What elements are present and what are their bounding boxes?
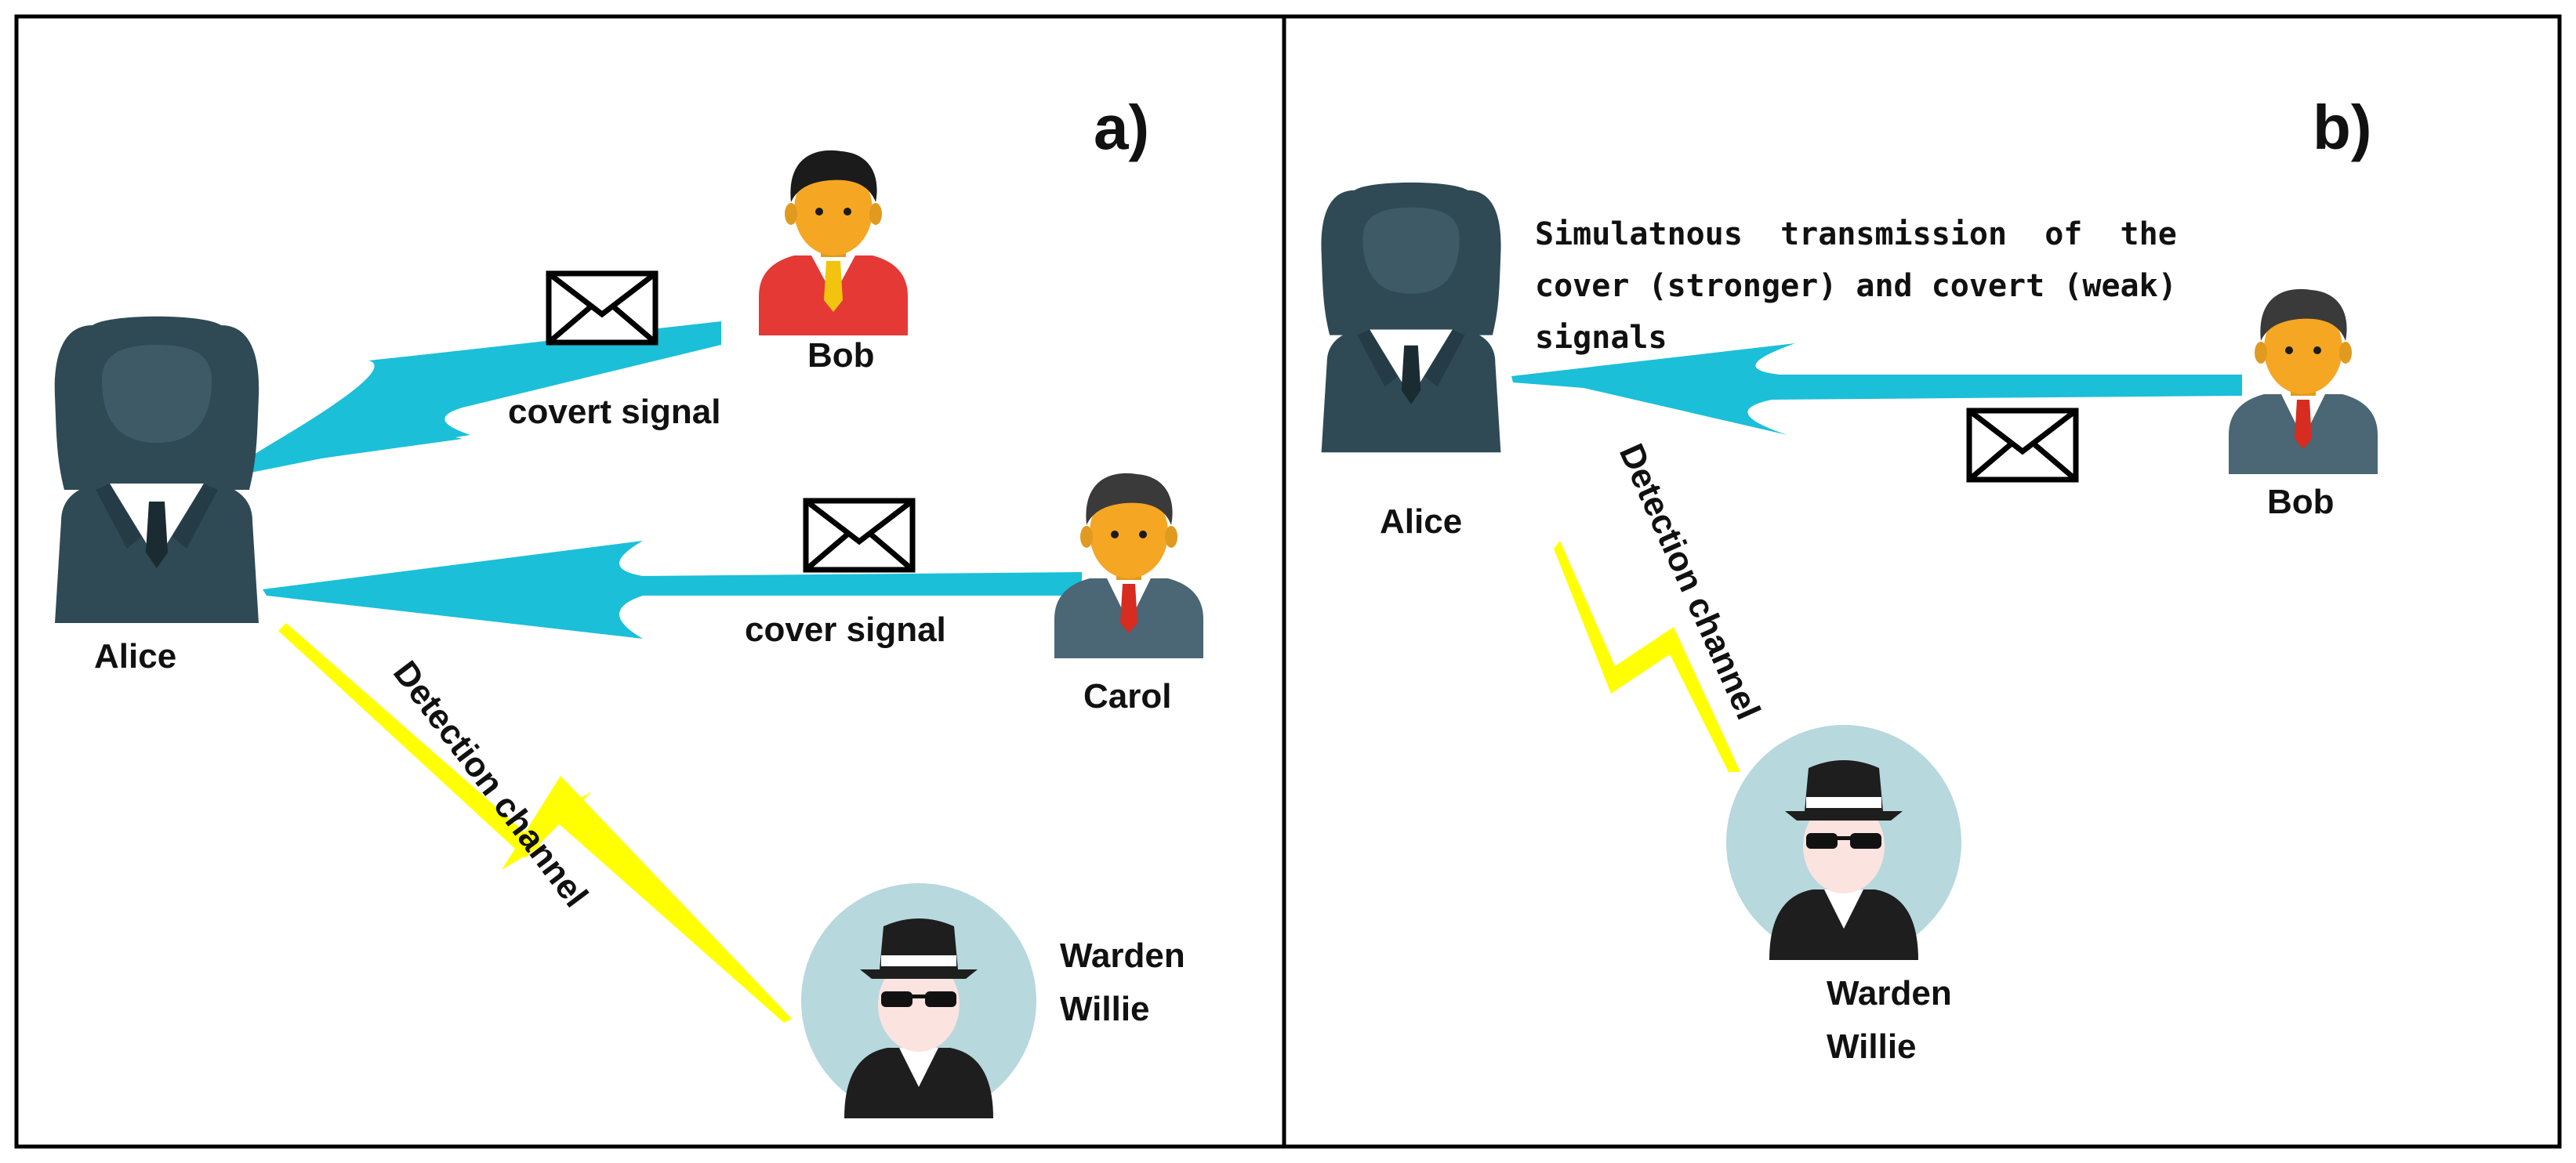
combined-signal-arrow (1511, 343, 2242, 435)
woman-icon (54, 316, 259, 623)
transmission-description-line3: signals (1535, 320, 1667, 356)
envelope-icon (806, 501, 912, 570)
man-icon (2229, 288, 2378, 474)
panel-a-tag: a) (1094, 92, 1149, 162)
transmission-description-line1: Simulatnous transmission of the (1535, 216, 2177, 252)
bob-label: Bob (807, 336, 875, 375)
man-icon (1054, 473, 1203, 658)
detection-lightning (1554, 541, 1740, 772)
spy-icon (1726, 725, 1961, 960)
spy-icon (801, 883, 1036, 1118)
envelope-icon (549, 274, 655, 342)
cover-signal-label: cover signal (745, 610, 946, 649)
outer-frame (14, 14, 2562, 1149)
man-icon (759, 150, 908, 335)
panel-a: a) Alice Bob Carol Warden Willie covert … (54, 92, 1203, 1118)
willie-label-line2: Willie (1827, 1027, 1917, 1066)
willie-label-line1: Warden (1827, 974, 1952, 1013)
detection-lightning (278, 623, 792, 1023)
willie-label-line2: Willie (1060, 990, 1150, 1028)
panel-b: b) Alice Bob Warden Willie Simulatnous t… (1321, 92, 2378, 1066)
bob-label: Bob (2267, 483, 2335, 521)
envelope-icon (1969, 411, 2076, 480)
alice-label: Alice (94, 637, 176, 676)
carol-label: Carol (1083, 677, 1171, 716)
alice-label: Alice (1380, 502, 1462, 541)
transmission-description-line2: cover (stronger) and covert (weak) (1535, 268, 2177, 304)
willie-label-line1: Warden (1060, 937, 1185, 975)
covert-signal-label: covert signal (508, 393, 720, 431)
cover-signal-arrow (263, 541, 1082, 639)
panel-b-tag: b) (2313, 92, 2372, 162)
woman-icon (1321, 182, 1501, 453)
